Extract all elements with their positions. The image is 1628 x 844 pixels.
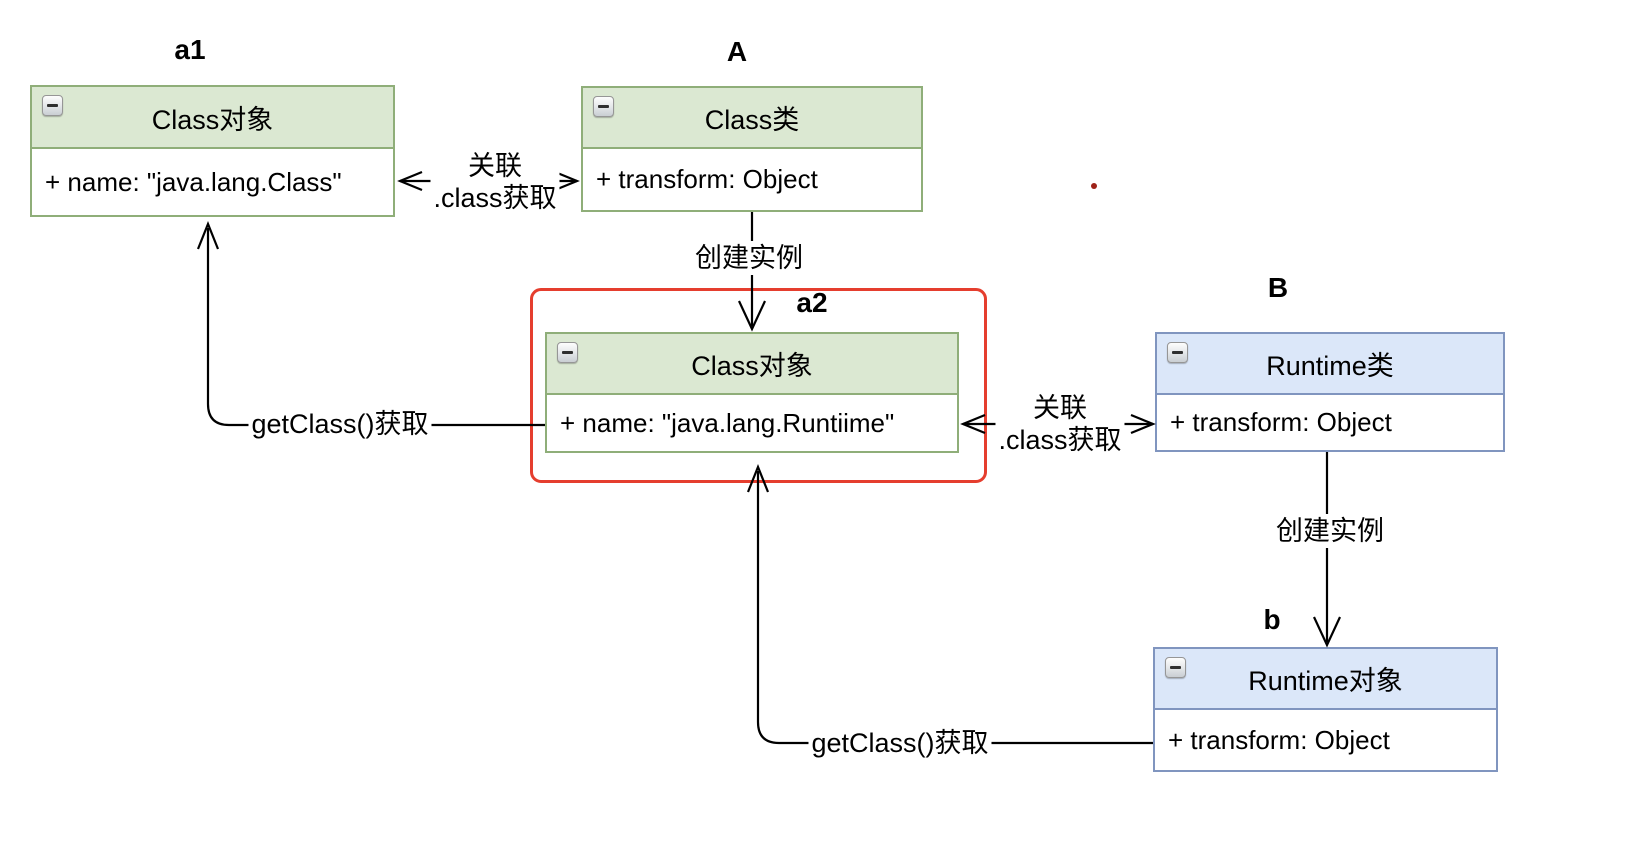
edge-label-getclass-a2-a1: getClass()获取 bbox=[248, 407, 432, 441]
edge-label-line2: .class获取 bbox=[998, 425, 1122, 455]
edge-label-line1: 关联 bbox=[468, 151, 522, 181]
class-box-header: Runtime对象 bbox=[1155, 649, 1496, 710]
class-box-header: Class对象 bbox=[32, 87, 393, 149]
collapse-minus-icon[interactable] bbox=[42, 95, 63, 116]
class-title: Runtime类 bbox=[1266, 351, 1394, 381]
collapse-minus-icon[interactable] bbox=[1167, 342, 1188, 363]
edge-getclass-a2-a1[interactable] bbox=[196, 221, 545, 427]
class-title: Class对象 bbox=[691, 351, 813, 381]
instance-label-A: A bbox=[726, 36, 748, 67]
class-box-header: Class类 bbox=[583, 88, 921, 149]
red-dot-mark bbox=[1091, 183, 1097, 189]
class-box-b-runtime-object[interactable]: Runtime对象 + transform: Object bbox=[1153, 647, 1498, 772]
edge-label-association-a2-B: 关联 .class获取 bbox=[995, 391, 1125, 457]
class-attribute: + transform: Object bbox=[1157, 395, 1503, 450]
collapse-minus-icon[interactable] bbox=[1165, 657, 1186, 678]
instance-label-a2: a2 bbox=[796, 287, 828, 318]
edge-create-instance-B-b[interactable] bbox=[1313, 452, 1341, 648]
class-attribute: + transform: Object bbox=[583, 149, 921, 210]
instance-label-B: B bbox=[1267, 272, 1289, 303]
class-box-B-runtime-class[interactable]: Runtime类 + transform: Object bbox=[1155, 332, 1505, 452]
class-box-a2-class-object[interactable]: Class对象 + name: "java.lang.Runtiime" bbox=[545, 332, 959, 453]
edge-label-line1: 关联 bbox=[1033, 393, 1087, 423]
class-title: Runtime对象 bbox=[1248, 666, 1403, 696]
class-attribute: + name: "java.lang.Class" bbox=[32, 149, 393, 215]
edge-label-getclass-b-a2: getClass()获取 bbox=[808, 726, 992, 760]
edge-label-association-a1-A: 关联 .class获取 bbox=[430, 149, 560, 215]
class-box-header: Class对象 bbox=[547, 334, 957, 395]
class-title: Class类 bbox=[704, 105, 800, 135]
instance-label-b: b bbox=[1263, 604, 1281, 635]
class-attribute: + transform: Object bbox=[1155, 710, 1496, 770]
instance-label-a1: a1 bbox=[174, 34, 206, 65]
edge-getclass-b-a2[interactable] bbox=[746, 464, 1153, 745]
class-title: Class对象 bbox=[151, 104, 274, 135]
class-box-A-class-class[interactable]: Class类 + transform: Object bbox=[581, 86, 923, 212]
class-attribute: + name: "java.lang.Runtiime" bbox=[547, 395, 957, 451]
collapse-minus-icon[interactable] bbox=[557, 342, 578, 363]
edge-label-create-instance-A-a2: 创建实例 bbox=[692, 241, 806, 275]
edge-label-create-instance-B-b: 创建实例 bbox=[1273, 514, 1387, 548]
collapse-minus-icon[interactable] bbox=[593, 96, 614, 117]
class-box-a1-class-object[interactable]: Class对象 + name: "java.lang.Class" bbox=[30, 85, 395, 217]
edge-label-line2: .class获取 bbox=[433, 183, 557, 213]
class-box-header: Runtime类 bbox=[1157, 334, 1503, 395]
